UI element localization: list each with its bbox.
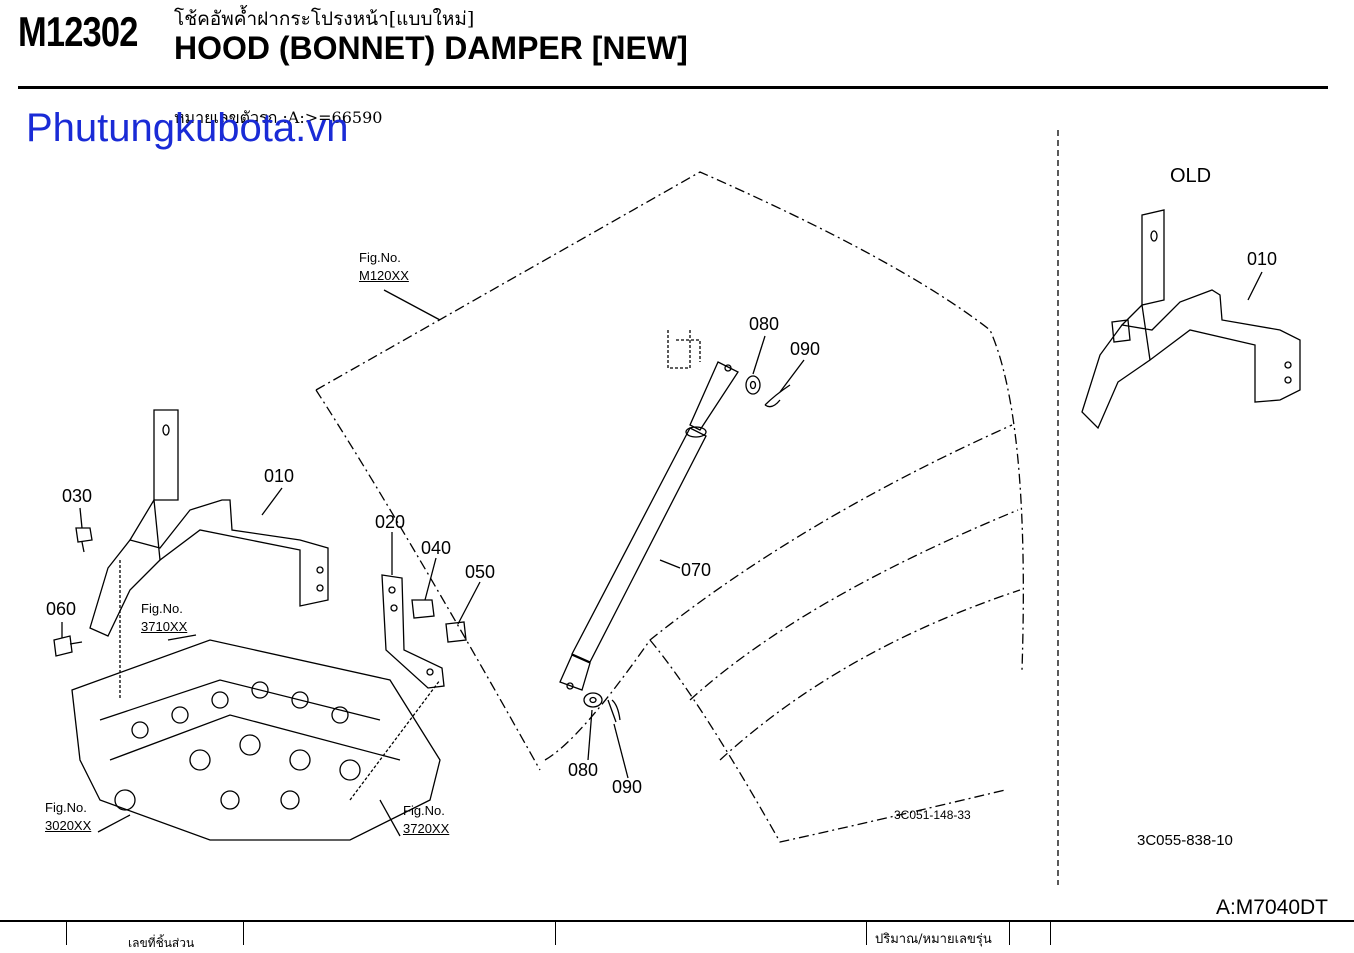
fig-ref-m120-label: Fig.No. <box>359 250 401 265</box>
footer-part-no-label: เลขที่ชิ้นส่วน <box>128 936 195 950</box>
page-code: M12302 <box>18 8 138 55</box>
bolt-030 <box>75 527 93 553</box>
watermark: Phutungkubota.vn <box>26 106 349 150</box>
drawing-code-old: 3C055-838-10 <box>1137 832 1233 849</box>
upper-mount-hint <box>667 330 701 369</box>
fig-ref-3710-label: Fig.No. <box>141 601 183 616</box>
bracket-010 <box>89 409 329 637</box>
fig-ref-3020-label: Fig.No. <box>45 800 87 815</box>
callout-080-top: 080 <box>749 314 780 334</box>
drawing-code-main: 3C051-148-33 <box>894 808 971 822</box>
hood-outline <box>315 171 1024 843</box>
callout-030: 030 <box>62 486 93 506</box>
serial-note: หมายเลขตัวรถ :A:>=66590 <box>174 108 383 127</box>
fig-ref-3020-number: 3020XX <box>45 818 92 833</box>
bolt-050 <box>445 621 467 643</box>
fig-ref-m120-number: M120XX <box>359 268 409 283</box>
gas-damper-070 <box>559 361 739 691</box>
callout-040: 040 <box>421 538 452 558</box>
callout-090-top: 090 <box>790 339 821 359</box>
fig-ref-3720-number: 3720XX <box>403 821 450 836</box>
callout-050: 050 <box>465 562 496 582</box>
bolt-040 <box>411 599 435 619</box>
footer-col-divider <box>243 920 244 945</box>
footer-col-divider <box>866 920 867 945</box>
engine-head <box>71 560 441 841</box>
header-divider <box>18 86 1328 89</box>
model-code: A:M7040DT <box>1215 896 1328 919</box>
footer-col-divider <box>66 920 67 945</box>
callout-010-old: 010 <box>1247 249 1278 269</box>
footer-col-divider <box>1009 920 1010 945</box>
callout-060: 060 <box>46 599 77 619</box>
clip-090-top <box>764 384 791 408</box>
page-title: HOOD (BONNET) DAMPER [NEW] <box>174 30 688 66</box>
footer-col-divider <box>1050 920 1051 945</box>
clip-090-bottom <box>607 699 621 723</box>
thai-title: โช้คอัพค้ำฝากระโปรงหน้า[แบบใหม่] <box>174 8 475 30</box>
fig-ref-3710-number: 3710XX <box>141 619 188 634</box>
footer-divider <box>0 920 1354 922</box>
fig-ref-3720-label: Fig.No. <box>403 803 445 818</box>
footer-qty-label: ปริมาณ/หมายเลขรุ่น <box>875 932 992 947</box>
callout-010: 010 <box>264 466 295 486</box>
washer-080-bottom <box>583 692 603 708</box>
old-bracket-010 <box>1081 209 1301 430</box>
footer-col-divider <box>555 920 556 945</box>
bracket-020 <box>381 574 445 689</box>
callout-070: 070 <box>681 560 712 580</box>
old-label: OLD <box>1170 165 1212 187</box>
bolt-060 <box>53 635 83 657</box>
leader-lines <box>61 271 1263 837</box>
callout-090-bottom: 090 <box>612 777 643 797</box>
callout-080-bottom: 080 <box>568 760 599 780</box>
washer-080-top <box>745 375 761 395</box>
callout-020: 020 <box>375 512 406 532</box>
